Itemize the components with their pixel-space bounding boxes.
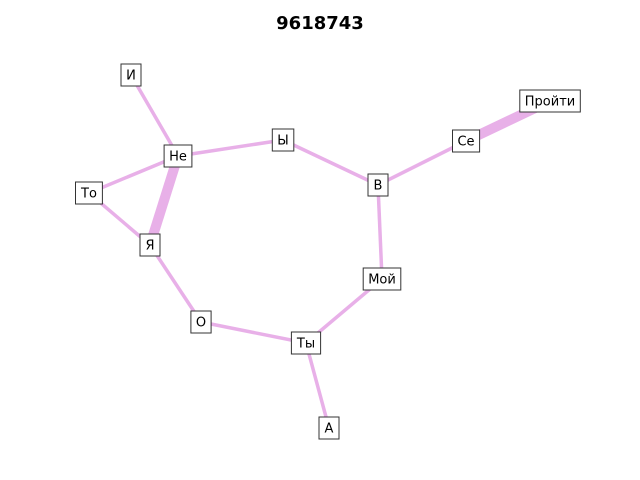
node-label: Се — [457, 135, 474, 150]
node-label: То — [80, 187, 97, 202]
node-box — [362, 267, 402, 291]
node-box — [271, 128, 295, 152]
node-ya: Я — [139, 233, 161, 257]
node-label: Мой — [368, 273, 396, 288]
node-box — [75, 181, 103, 205]
node-ne: Не — [163, 144, 193, 168]
node-box — [139, 233, 161, 257]
node-label: И — [126, 69, 136, 84]
node-ty: Ты — [290, 331, 322, 355]
node-a: А — [318, 416, 340, 440]
node-v: В — [367, 173, 389, 197]
node-box — [190, 310, 212, 334]
node-y: Ы — [271, 128, 295, 152]
edge-v-se — [377, 139, 467, 187]
edge-ty-a — [304, 342, 331, 429]
node-box — [318, 416, 340, 440]
node-box — [452, 129, 481, 153]
edge-ya-o — [148, 244, 203, 323]
node-label: Ты — [296, 337, 315, 352]
node-se: Се — [452, 129, 481, 153]
node-box — [120, 63, 142, 87]
edges-layer — [87, 74, 553, 429]
node-label: В — [374, 179, 383, 194]
node-proiti: Пройти — [519, 89, 581, 113]
node-box — [367, 173, 389, 197]
edge-ne-y — [177, 138, 284, 158]
edge-ne-to — [88, 154, 179, 195]
edge-v-moi — [376, 184, 384, 280]
node-o: О — [190, 310, 212, 334]
edge-i-ne — [129, 74, 180, 157]
node-label: Не — [169, 150, 187, 165]
edge-y-v — [282, 138, 379, 187]
edge-o-ty — [200, 320, 307, 345]
node-label: Я — [145, 239, 154, 254]
node-moi: Мой — [362, 267, 402, 291]
node-label: Пройти — [525, 95, 575, 110]
node-label: Ы — [277, 134, 288, 149]
node-box — [163, 144, 193, 168]
node-box — [290, 331, 322, 355]
edge-ne-ya — [145, 154, 183, 247]
diagram-title: 9618743 — [276, 13, 364, 34]
node-to: То — [75, 181, 103, 205]
node-label: А — [325, 422, 334, 437]
node-label: О — [196, 316, 206, 331]
node-i: И — [120, 63, 142, 87]
node-box — [519, 89, 581, 113]
